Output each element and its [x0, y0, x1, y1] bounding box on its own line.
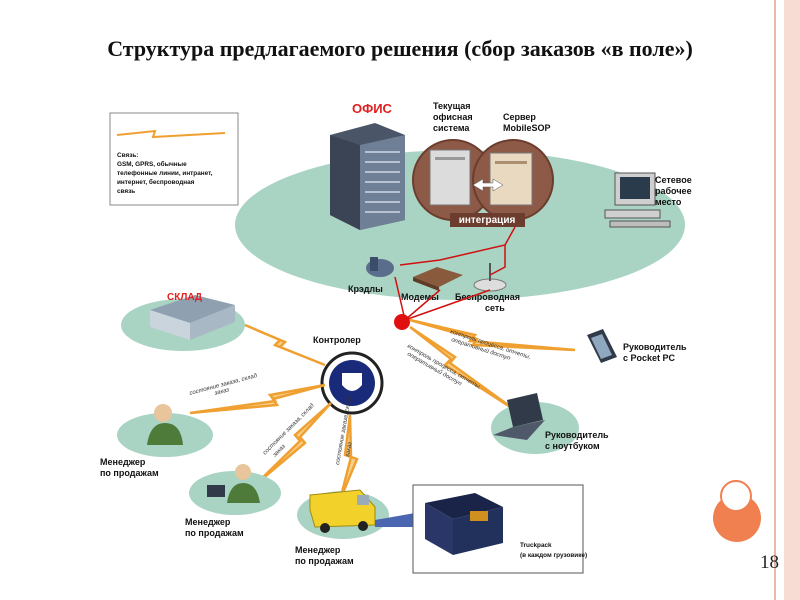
link-manager-2: [254, 402, 332, 486]
office-building-icon: [330, 123, 405, 230]
legend-line: телефонные линии, интранет,: [117, 170, 213, 177]
current-system-label: Текущая: [433, 101, 471, 111]
legend-line: Связь:: [117, 152, 138, 159]
cradle-icon: [366, 257, 394, 277]
legend-line: интернет, беспроводная: [117, 178, 195, 186]
manager-person-icon: [147, 404, 183, 445]
warehouse-icon: [150, 295, 235, 340]
current-system-label: офисная: [433, 112, 473, 122]
flow-text: заказ: [345, 441, 354, 458]
server-icon: [429, 149, 533, 206]
decorative-ring: [720, 480, 752, 512]
page-title: Структура предлагаемого решения (сбор за…: [107, 36, 693, 61]
current-system-label: система: [433, 123, 470, 133]
wireless-icon: [473, 263, 507, 292]
modem-icon: [413, 267, 463, 291]
solution-diagram: Связь: GSM, GPRS, обычные телефонные лин…: [95, 95, 707, 575]
truckpack-label: Truckpack: [520, 542, 552, 549]
integration-bar: [450, 213, 525, 227]
legend-box: Связь: GSM, GPRS, обычные телефонные лин…: [109, 112, 239, 206]
wireless-label: Беспроводная: [455, 292, 520, 302]
server-label: MobileSOP: [503, 123, 551, 133]
head-pocket-label: с Pocket PC: [623, 353, 676, 363]
laptop-icon: [493, 393, 545, 440]
workstation-label: рабочее: [655, 186, 692, 196]
link-pocket: [409, 318, 576, 352]
workstation-label: Сетевое: [655, 175, 692, 185]
link-warehouse: [244, 323, 326, 367]
computer-icon: [604, 172, 671, 228]
manager-3-label: по продажам: [295, 556, 354, 566]
office-label: ОФИС: [352, 101, 393, 116]
van-icon: [309, 489, 376, 533]
hub-dot: [394, 314, 410, 330]
warehouse-label: СКЛАД: [167, 292, 202, 303]
legend-line: GSM, GPRS, обычные: [117, 160, 187, 168]
head-laptop-label: с ноутбуком: [545, 441, 600, 451]
head-laptop-label: Руководитель: [545, 430, 609, 440]
link-manager-1: [189, 383, 326, 415]
head-pocket-label: Руководитель: [623, 342, 687, 352]
modems-label: Модемы: [401, 292, 439, 302]
truckpack-label: (в каждом грузовике): [520, 552, 587, 559]
manager-2-label: Менеджер: [185, 517, 231, 527]
integration-label: интеграция: [459, 215, 516, 226]
workstation-label: место: [655, 197, 682, 207]
wireless-label: сеть: [485, 303, 505, 313]
controller-label: Контролер: [313, 335, 361, 345]
truckpack-device-icon: [425, 493, 503, 555]
slide-number: 18: [760, 552, 779, 573]
manager-laptop-person-icon: [207, 464, 260, 503]
legend-line: связь: [117, 188, 135, 195]
pocket-pc-icon: [587, 329, 617, 363]
cradles-label: Крэдлы: [348, 284, 383, 294]
manager-1-label: по продажам: [100, 468, 159, 478]
manager-2-label: по продажам: [185, 528, 244, 538]
shield-icon: [342, 373, 362, 391]
server-label: Сервер: [503, 112, 536, 122]
manager-3-label: Менеджер: [295, 545, 341, 555]
manager-1-label: Менеджер: [100, 457, 146, 467]
integration-arrow-icon: [472, 178, 504, 192]
link-laptop: [409, 325, 516, 412]
flow-text: заказ: [213, 387, 230, 397]
